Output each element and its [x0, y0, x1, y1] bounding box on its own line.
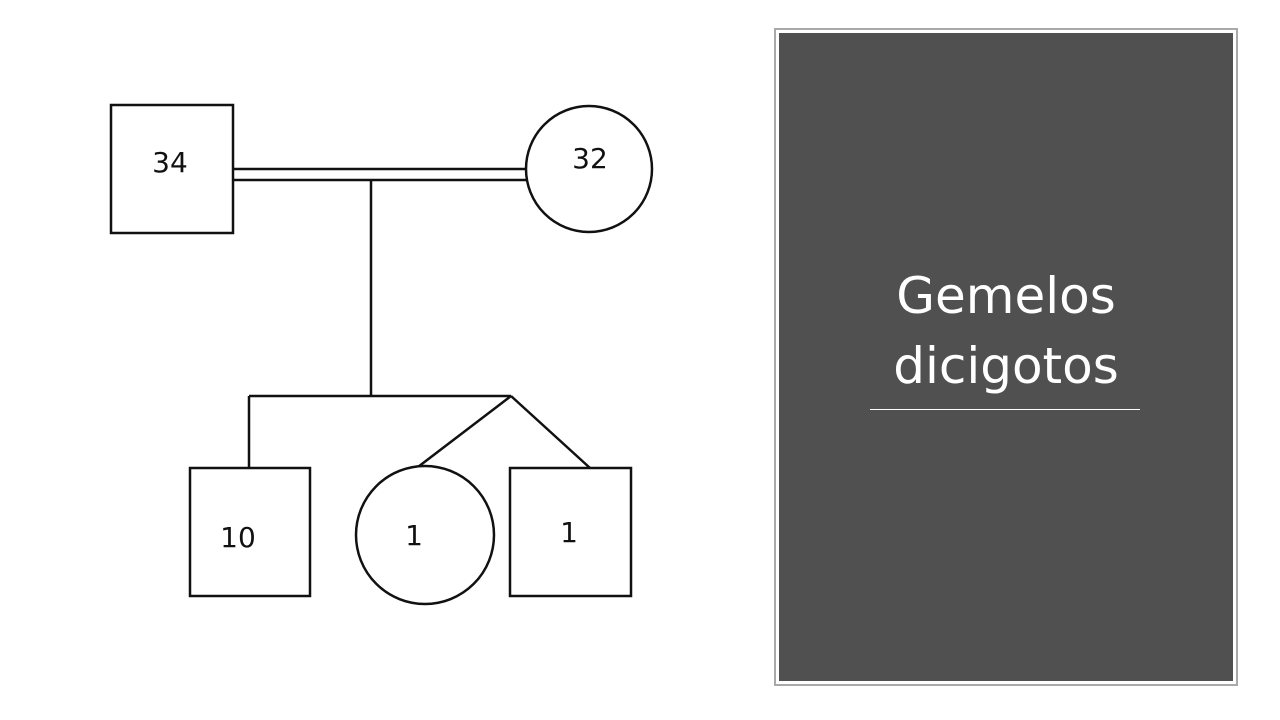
female-circle	[354, 464, 496, 606]
child-3-age-label: 1	[560, 516, 578, 549]
twin-line-right	[510, 395, 591, 469]
title-panel: Gemelos dicigotos	[774, 28, 1238, 686]
mother-symbol: 32	[524, 104, 654, 234]
father-symbol: 34	[109, 103, 235, 235]
male-square	[188, 466, 312, 598]
child-2-age-label: 1	[405, 519, 423, 552]
child-1-symbol: 10	[188, 466, 312, 598]
title-underline	[870, 409, 1140, 410]
slide-title-line-2: dicigotos	[893, 337, 1119, 395]
male-square	[508, 466, 633, 598]
mother-age-label: 32	[572, 142, 608, 175]
child-2-symbol: 1	[354, 464, 496, 606]
slide-title: Gemelos dicigotos	[779, 261, 1233, 401]
child-3-symbol: 1	[508, 466, 633, 598]
female-circle	[524, 104, 654, 234]
title-panel-background: Gemelos dicigotos	[779, 33, 1233, 681]
pedigree-diagram: 34 32 10 1 1	[109, 103, 654, 606]
father-age-label: 34	[152, 146, 188, 179]
twin-line-left	[413, 395, 512, 471]
male-square	[109, 103, 235, 235]
child-1-age-label: 10	[220, 521, 256, 554]
slide-title-line-1: Gemelos	[896, 267, 1116, 325]
